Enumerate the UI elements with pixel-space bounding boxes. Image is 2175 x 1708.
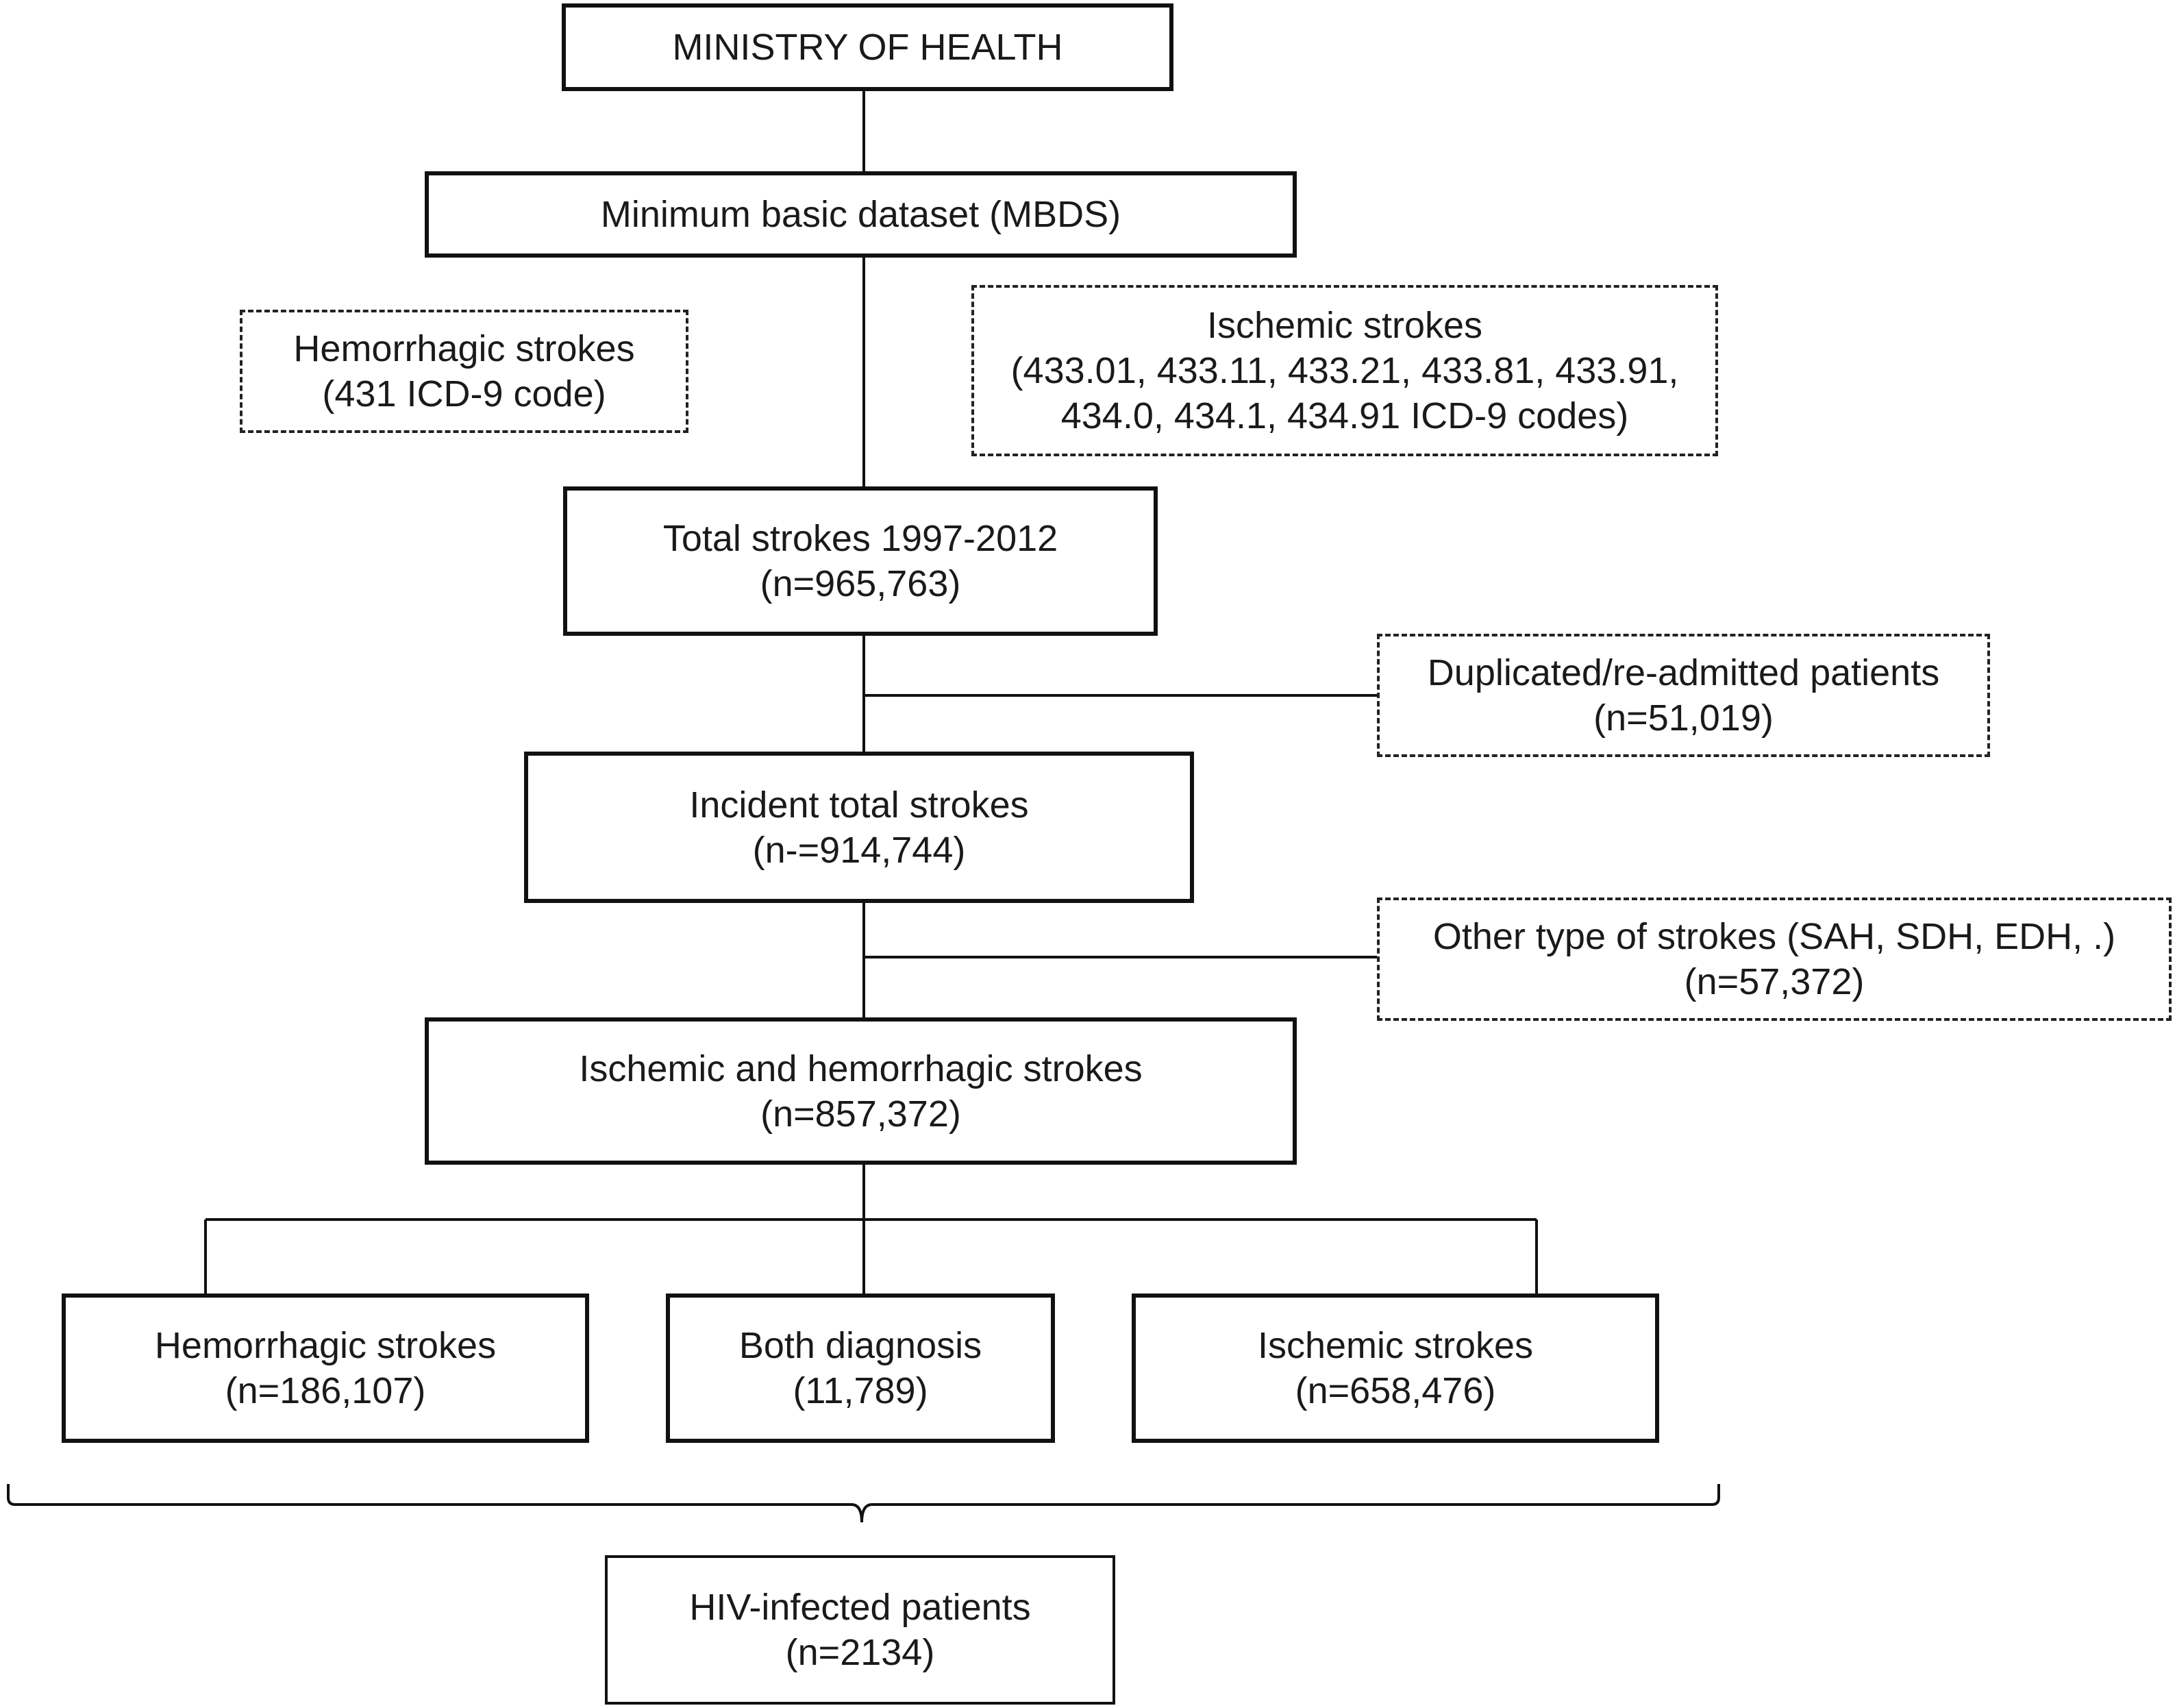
total-strokes-label: Total strokes 1997-2012 (662, 518, 1058, 559)
duplicated-count: (n=51,019) (1593, 697, 1774, 739)
hiv-patients-box: HIV-infected patients (n=2134) (605, 1555, 1115, 1705)
ischemic-criteria-box: Ischemic strokes (433.01, 433.11, 433.21… (971, 285, 1718, 456)
mbds-box: Minimum basic dataset (MBDS) (425, 171, 1297, 258)
hiv-label: HIV-infected patients (689, 1587, 1031, 1628)
other-strokes-box: Other type of strokes (SAH, SDH, EDH, .)… (1377, 898, 2172, 1021)
ministry-of-health-box: MINISTRY OF HEALTH (562, 3, 1173, 91)
other-strokes-count: (n=57,372) (1684, 961, 1865, 1002)
hemorrhagic-strokes-box: Hemorrhagic strokes (n=186,107) (62, 1294, 589, 1443)
both-diagnosis-label: Both diagnosis (738, 1325, 982, 1366)
hemorrhagic-count: (n=186,107) (225, 1370, 426, 1411)
hiv-count: (n=2134) (785, 1632, 935, 1673)
ischemic-count: (n=658,476) (1295, 1370, 1496, 1411)
incident-count: (n-=914,744) (752, 829, 966, 871)
mbds-label: Minimum basic dataset (MBDS) (600, 194, 1121, 235)
ischemic-hemorrhagic-count: (n=857,372) (760, 1093, 961, 1135)
ischemic-hemorrhagic-box: Ischemic and hemorrhagic strokes (n=857,… (425, 1017, 1297, 1165)
duplicated-label: Duplicated/re-admitted patients (1427, 652, 1940, 693)
ischemic-strokes-box: Ischemic strokes (n=658,476) (1132, 1294, 1659, 1443)
hemorrhagic-criteria-title: Hemorrhagic strokes (293, 328, 635, 369)
ischemic-hemorrhagic-label: Ischemic and hemorrhagic strokes (579, 1048, 1143, 1089)
ischemic-criteria-codes-1: (433.01, 433.11, 433.21, 433.81, 433.91, (1010, 350, 1679, 391)
total-strokes-count: (n=965,763) (760, 563, 961, 604)
grouping-brace (7, 1484, 1720, 1523)
total-strokes-box: Total strokes 1997-2012 (n=965,763) (563, 486, 1158, 636)
duplicated-patients-box: Duplicated/re-admitted patients (n=51,01… (1377, 634, 1990, 757)
ischemic-criteria-title: Ischemic strokes (1206, 305, 1483, 346)
incident-label: Incident total strokes (689, 784, 1029, 826)
ischemic-label: Ischemic strokes (1257, 1325, 1534, 1366)
hemorrhagic-criteria-box: Hemorrhagic strokes (431 ICD-9 code) (240, 310, 688, 433)
both-diagnosis-count: (11,789) (793, 1370, 928, 1411)
hemorrhagic-criteria-code: (431 ICD-9 code) (322, 373, 606, 414)
ministry-label: MINISTRY OF HEALTH (672, 27, 1063, 68)
incident-strokes-box: Incident total strokes (n-=914,744) (524, 752, 1194, 903)
ischemic-criteria-codes-2: 434.0, 434.1, 434.91 ICD-9 codes) (1060, 395, 1629, 436)
hemorrhagic-label: Hemorrhagic strokes (154, 1325, 497, 1366)
other-strokes-label: Other type of strokes (SAH, SDH, EDH, .) (1432, 916, 2116, 957)
both-diagnosis-box: Both diagnosis (11,789) (666, 1294, 1055, 1443)
